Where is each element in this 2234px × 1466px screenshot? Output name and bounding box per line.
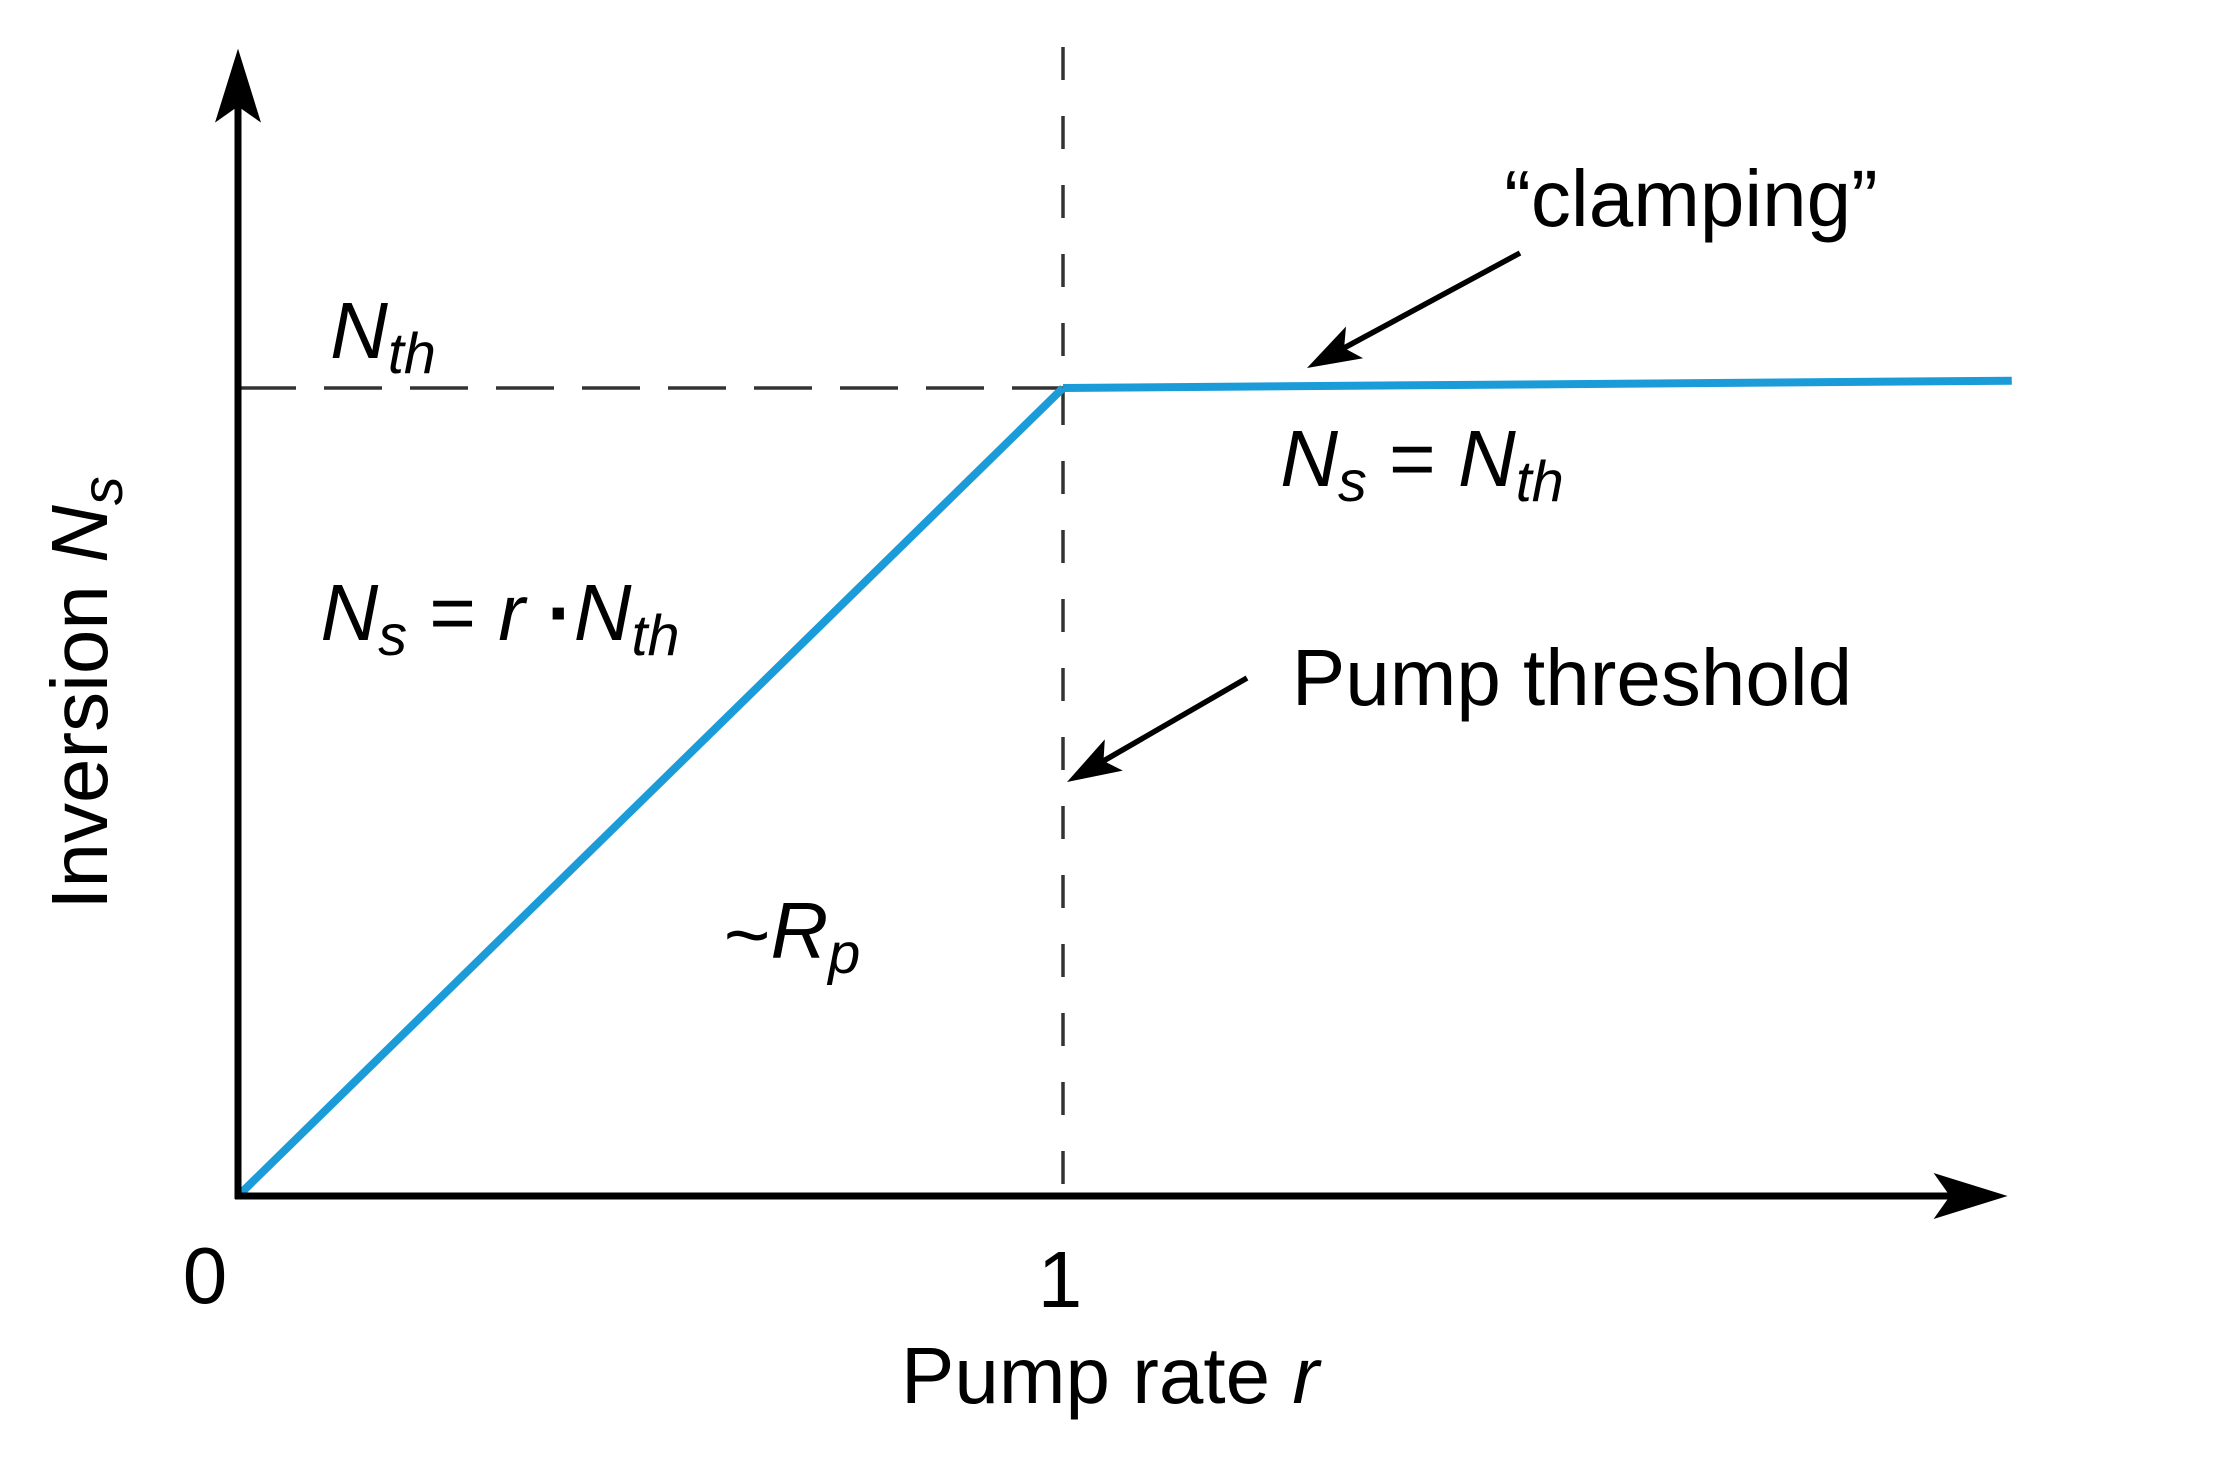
- clamping-arrow-head: [1307, 326, 1364, 368]
- x-axis-label-part: r: [1292, 1331, 1319, 1420]
- pump-threshold-label: Pump threshold: [1292, 638, 1852, 718]
- y-threshold-label-part: th: [387, 321, 436, 386]
- pump-rate-proportional-part: ~: [723, 890, 771, 979]
- pump-threshold-arrow-shaft: [1094, 675, 1249, 768]
- equation-below-threshold-part: s: [378, 603, 408, 668]
- equation-below-threshold-part: r: [498, 568, 525, 657]
- clamping-label-part: “clamping”: [1504, 154, 1878, 243]
- equation-above-threshold-part: N: [1457, 414, 1516, 503]
- x-tick-label-0-part: 0: [182, 1231, 228, 1320]
- x-axis-label-part: Pump rate: [901, 1331, 1293, 1420]
- x-tick-label-1: 1: [1038, 1240, 1083, 1320]
- x-tick-label-1-part: 1: [1037, 1235, 1083, 1324]
- equation-below-threshold-part: th: [631, 603, 680, 668]
- x-axis-label: Pump rate r: [901, 1336, 1319, 1416]
- equation-above-threshold: Ns = Nth: [1280, 419, 1564, 511]
- ns-rising-segment: [235, 385, 1066, 1199]
- clamping-label: “clamping”: [1504, 159, 1877, 239]
- equation-above-threshold-part: =: [1366, 414, 1458, 503]
- y-axis-label: Inversion Ns: [35, 476, 135, 909]
- equation-below-threshold-part: N: [573, 568, 632, 657]
- equation-above-threshold-part: N: [1280, 414, 1338, 503]
- pump-rate-proportional-part: p: [828, 921, 861, 986]
- y-threshold-label: Nth: [330, 291, 436, 383]
- ns-clamped-segment: [1062, 376, 2012, 392]
- y-axis-arrowhead: [215, 48, 261, 123]
- clamping-arrow-shaft: [1335, 250, 1522, 355]
- x-tick-label-0: 0: [183, 1236, 228, 1316]
- y-axis-label-part: Inversion: [35, 562, 124, 910]
- y-axis-label-part: N: [35, 505, 124, 563]
- pump-threshold-label-part: Pump threshold: [1291, 633, 1853, 722]
- pump-threshold-arrow-head: [1067, 739, 1123, 782]
- equation-below-threshold: Ns = r ·Nth: [320, 573, 679, 665]
- equation-below-threshold-part: =: [407, 568, 499, 657]
- x-axis-arrowhead: [1933, 1173, 2008, 1219]
- pump-rate-proportional-part: R: [770, 886, 829, 975]
- equation-above-threshold-part: th: [1515, 449, 1564, 514]
- y-threshold-label-part: N: [330, 286, 388, 375]
- y-axis-label-part: s: [70, 476, 135, 506]
- pump-rate-proportional: ~Rp: [724, 891, 861, 983]
- equation-below-threshold-part: N: [320, 568, 379, 657]
- equation-above-threshold-part: s: [1337, 449, 1367, 514]
- equation-below-threshold-part: ·: [524, 568, 574, 657]
